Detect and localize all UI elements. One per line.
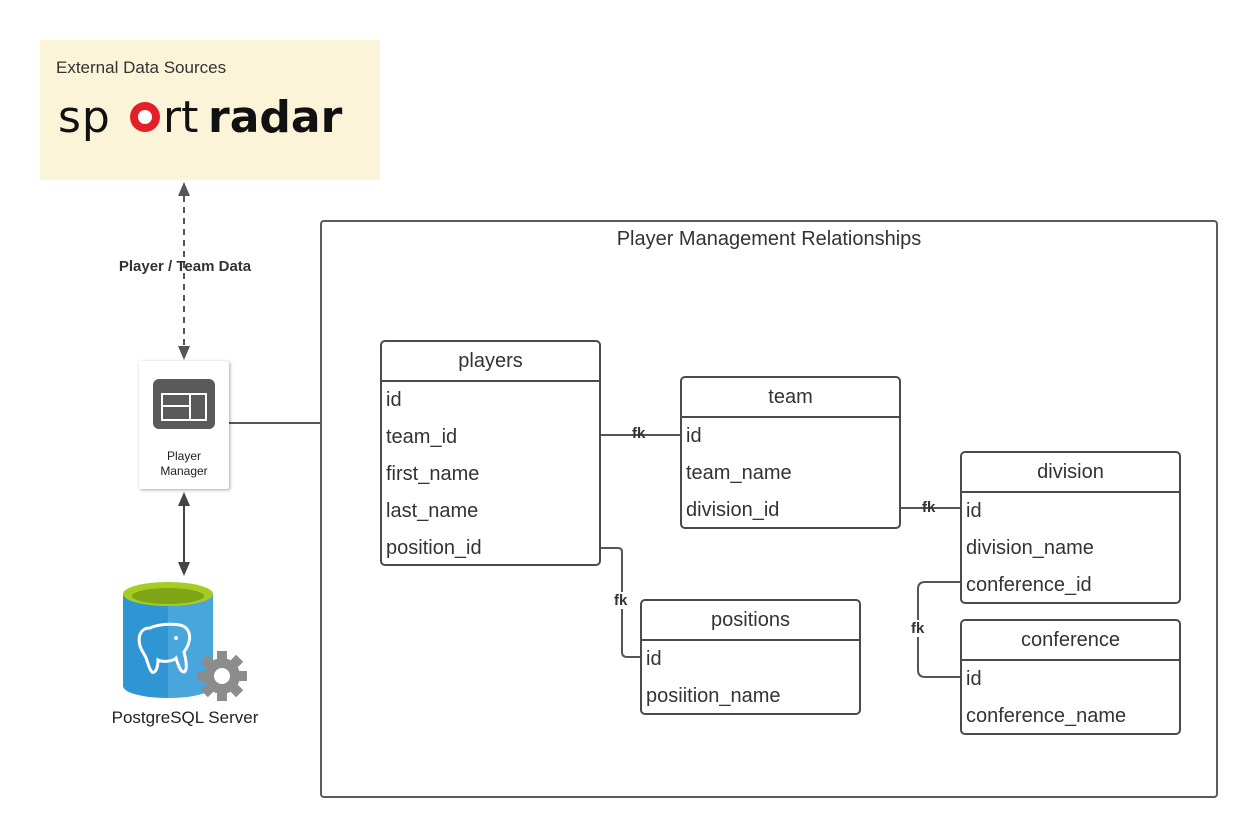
sportradar-logo: sp rt radar [58, 92, 343, 142]
positions-table: positions id posiition_name [640, 599, 861, 715]
division-table-header: division [962, 453, 1179, 493]
division-field-division-name: division_name [966, 537, 1094, 559]
team-table-header: team [682, 378, 899, 418]
postgresql-database-icon [123, 582, 247, 701]
conference-field-id: id [966, 668, 982, 690]
players-field-team-id: team_id [386, 426, 458, 448]
players-field-position-id: position_id [386, 537, 482, 559]
player-manager-label: Player Manager [160, 449, 208, 478]
players-table-header: players [382, 342, 599, 382]
conference-table: conference id conference_name [960, 619, 1181, 735]
relationships-title: Player Management Relationships [616, 228, 922, 250]
players-field-first-name: first_name [386, 463, 480, 485]
team-table: team id team_name division_id [680, 376, 901, 529]
players-table: players id team_id first_name last_name … [380, 340, 601, 566]
svg-text:rt: rt [163, 92, 198, 142]
arrowhead-up [178, 182, 190, 196]
application-window-icon [153, 379, 215, 429]
players-field-last-name: last_name [386, 500, 479, 522]
fk-label-division-conference: fk [909, 620, 927, 637]
fk-label-team-division: fk [922, 499, 936, 516]
arrowhead-down [178, 346, 190, 360]
team-field-team-name: team_name [686, 462, 792, 484]
external-data-sources-box: External Data Sources sp rt radar [40, 40, 380, 180]
positions-field-position-name: posiition_name [646, 685, 781, 707]
division-field-conference-id: conference_id [966, 574, 1092, 596]
players-field-id: id [386, 389, 402, 411]
team-field-id: id [686, 425, 702, 447]
conference-table-header: conference [962, 621, 1179, 661]
relationships-frame [320, 220, 1218, 798]
player-manager-node: Player Manager [139, 361, 229, 489]
db-arrowhead-down [178, 562, 190, 576]
data-flow-label: Player / Team Data [118, 258, 252, 275]
db-arrowhead-up [178, 492, 190, 506]
conference-field-conference-name: conference_name [966, 705, 1127, 727]
positions-field-id: id [646, 648, 662, 670]
division-table: division id division_name conference_id [960, 451, 1181, 604]
positions-table-header: positions [642, 601, 859, 641]
fk-label-players-positions: fk [612, 592, 630, 609]
postgresql-server-label: PostgreSQL Server [111, 708, 259, 727]
svg-text:sp: sp [58, 92, 111, 142]
gear-icon [197, 651, 247, 701]
external-data-sources-title: External Data Sources [56, 58, 227, 77]
division-field-id: id [966, 500, 982, 522]
team-field-division-id: division_id [686, 499, 780, 521]
svg-text:radar: radar [208, 92, 343, 142]
fk-label-players-team: fk [632, 425, 646, 442]
